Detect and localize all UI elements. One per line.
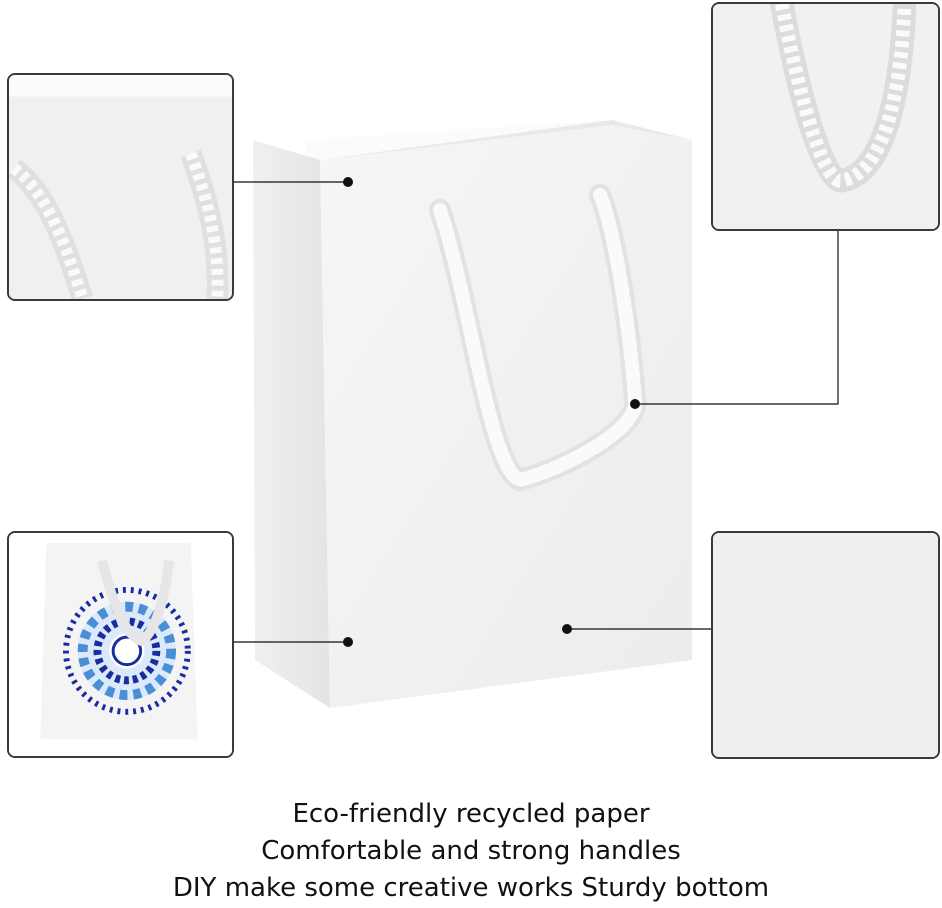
bag-front-panel xyxy=(320,120,692,708)
detail-panel-surface xyxy=(711,531,940,759)
feature-list: Eco-friendly recycled paper Comfortable … xyxy=(0,796,942,907)
detail-panel-diy-example xyxy=(7,531,234,758)
surface-closeup-image xyxy=(713,533,938,757)
feature-line: Comfortable and strong handles xyxy=(261,836,681,866)
top-edge-closeup-image xyxy=(9,75,232,299)
feature-line: Eco-friendly recycled paper xyxy=(292,799,650,829)
detail-panel-handle xyxy=(711,2,940,231)
mandala-bag-image xyxy=(9,533,232,756)
feature-line: DIY make some creative works Sturdy bott… xyxy=(172,873,770,903)
bag-side-panel xyxy=(253,140,330,708)
detail-panel-top-edge xyxy=(7,73,234,301)
handle-closeup-image xyxy=(713,4,938,229)
